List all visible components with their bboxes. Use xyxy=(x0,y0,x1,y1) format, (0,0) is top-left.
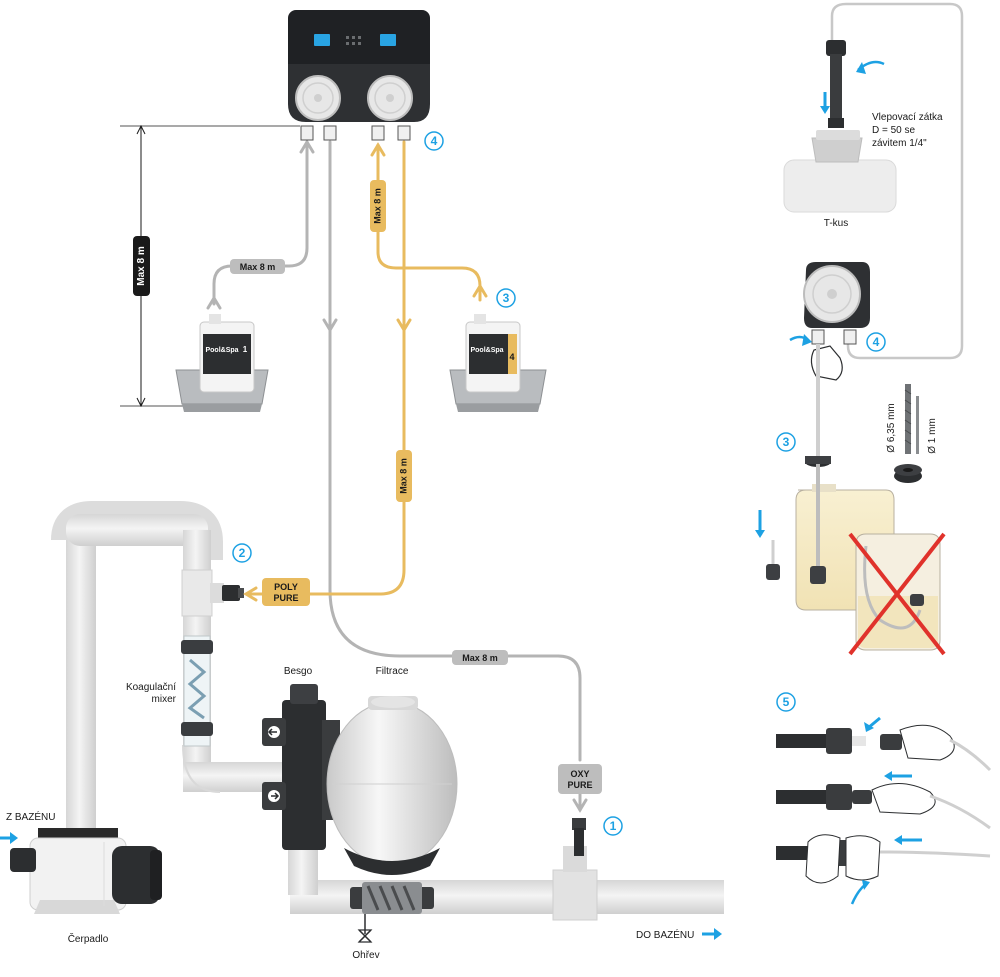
hoses xyxy=(206,139,588,813)
svg-text:4: 4 xyxy=(431,134,438,148)
svg-text:4: 4 xyxy=(873,335,880,349)
detail-injection-valve xyxy=(820,40,885,128)
label-max-8m-vertical: Max 8 m xyxy=(136,246,147,286)
height-measure: Max 8 m xyxy=(120,124,300,408)
display-left-icon xyxy=(314,34,330,46)
flow-arrow-out-icon xyxy=(702,928,722,940)
svg-text:1: 1 xyxy=(610,819,617,833)
detail-connection-2 xyxy=(776,771,991,830)
label-ohrev: Ohřev xyxy=(352,950,379,961)
label-vlepovaci-1: Vlepovací zátka xyxy=(872,112,943,123)
svg-text:3: 3 xyxy=(783,435,790,449)
detail-connection-1 xyxy=(776,716,992,772)
step-2: 2 xyxy=(232,543,252,563)
label-besgo: Besgo xyxy=(284,666,313,677)
label-t-kus: T-kus xyxy=(824,218,848,229)
step-5: 5 xyxy=(776,692,796,712)
label-cerpadlo: Čerpadlo xyxy=(68,932,109,945)
step-4: 4 xyxy=(424,131,444,151)
label-dia-635: Ø 6,35 mm xyxy=(886,403,897,452)
label-dia-1: Ø 1 mm xyxy=(927,418,938,454)
canister-right-brand: Pool&Spa xyxy=(470,347,503,354)
step-3: 3 xyxy=(496,288,516,308)
svg-text:POLY: POLY xyxy=(274,582,298,592)
canister-right: Pool&Spa 4 xyxy=(449,314,547,412)
label-vlepovaci-3: závitem 1/4" xyxy=(872,138,927,149)
flow-arrow-in-icon xyxy=(0,832,18,844)
detail-hose-loop xyxy=(830,2,964,360)
tag-max-8m-yellow-upper: Max 8 m xyxy=(370,180,386,232)
coagulation-mixer xyxy=(181,635,213,747)
tag-oxy-pure: OXY PURE xyxy=(558,764,602,794)
injection-valve-oxy xyxy=(572,818,586,856)
sand-filter xyxy=(326,696,458,875)
label-koagulacni-mixer-1: Koagulační xyxy=(126,682,176,693)
label-z-bazenu: Z BAZÉNU xyxy=(6,810,55,823)
detail-t-piece xyxy=(783,130,897,213)
svg-text:3: 3 xyxy=(503,291,510,305)
dosing-unit xyxy=(288,10,430,141)
svg-text:2: 2 xyxy=(239,546,246,560)
step-4b: 4 xyxy=(866,332,886,352)
keypad-icon xyxy=(346,36,361,45)
svg-text:PURE: PURE xyxy=(567,780,592,790)
injection-valve-poly xyxy=(222,585,244,601)
canister-left: Pool&Spa 1 xyxy=(175,314,269,412)
pump xyxy=(10,837,162,914)
tag-poly-pure: POLY PURE xyxy=(262,578,310,606)
tag-max-8m-bottom: Max 8 m xyxy=(452,650,508,665)
canister-left-brand: Pool&Spa xyxy=(205,347,238,354)
detail-connection-3 xyxy=(776,834,991,905)
svg-text:Max 8 m: Max 8 m xyxy=(398,458,408,494)
label-koagulacni-mixer-2: mixer xyxy=(152,694,177,705)
svg-text:Max 8 m: Max 8 m xyxy=(462,653,498,663)
label-filtrace: Filtrace xyxy=(376,666,409,677)
svg-text:5: 5 xyxy=(783,695,790,709)
display-right-icon xyxy=(380,34,396,46)
detail-canister-wrong xyxy=(848,532,946,656)
canister-left-number: 1 xyxy=(243,345,248,354)
detail-pump-head xyxy=(789,262,870,460)
step-3b: 3 xyxy=(776,432,796,452)
svg-text:Max 8 m: Max 8 m xyxy=(240,262,276,272)
detail-tube-diameters xyxy=(894,384,922,483)
heater xyxy=(350,882,434,943)
tag-max-8m-yellow-lower: Max 8 m xyxy=(396,450,412,502)
svg-text:Max 8 m: Max 8 m xyxy=(372,188,382,224)
step-1: 1 xyxy=(603,816,623,836)
label-do-bazenu: DO BAZÉNU xyxy=(636,928,694,941)
canister-right-number: 4 xyxy=(509,352,514,362)
svg-text:PURE: PURE xyxy=(273,593,298,603)
svg-text:OXY: OXY xyxy=(570,769,589,779)
label-vlepovaci-2: D = 50 se xyxy=(872,125,916,136)
tag-max-8m-left: Max 8 m xyxy=(230,259,285,274)
